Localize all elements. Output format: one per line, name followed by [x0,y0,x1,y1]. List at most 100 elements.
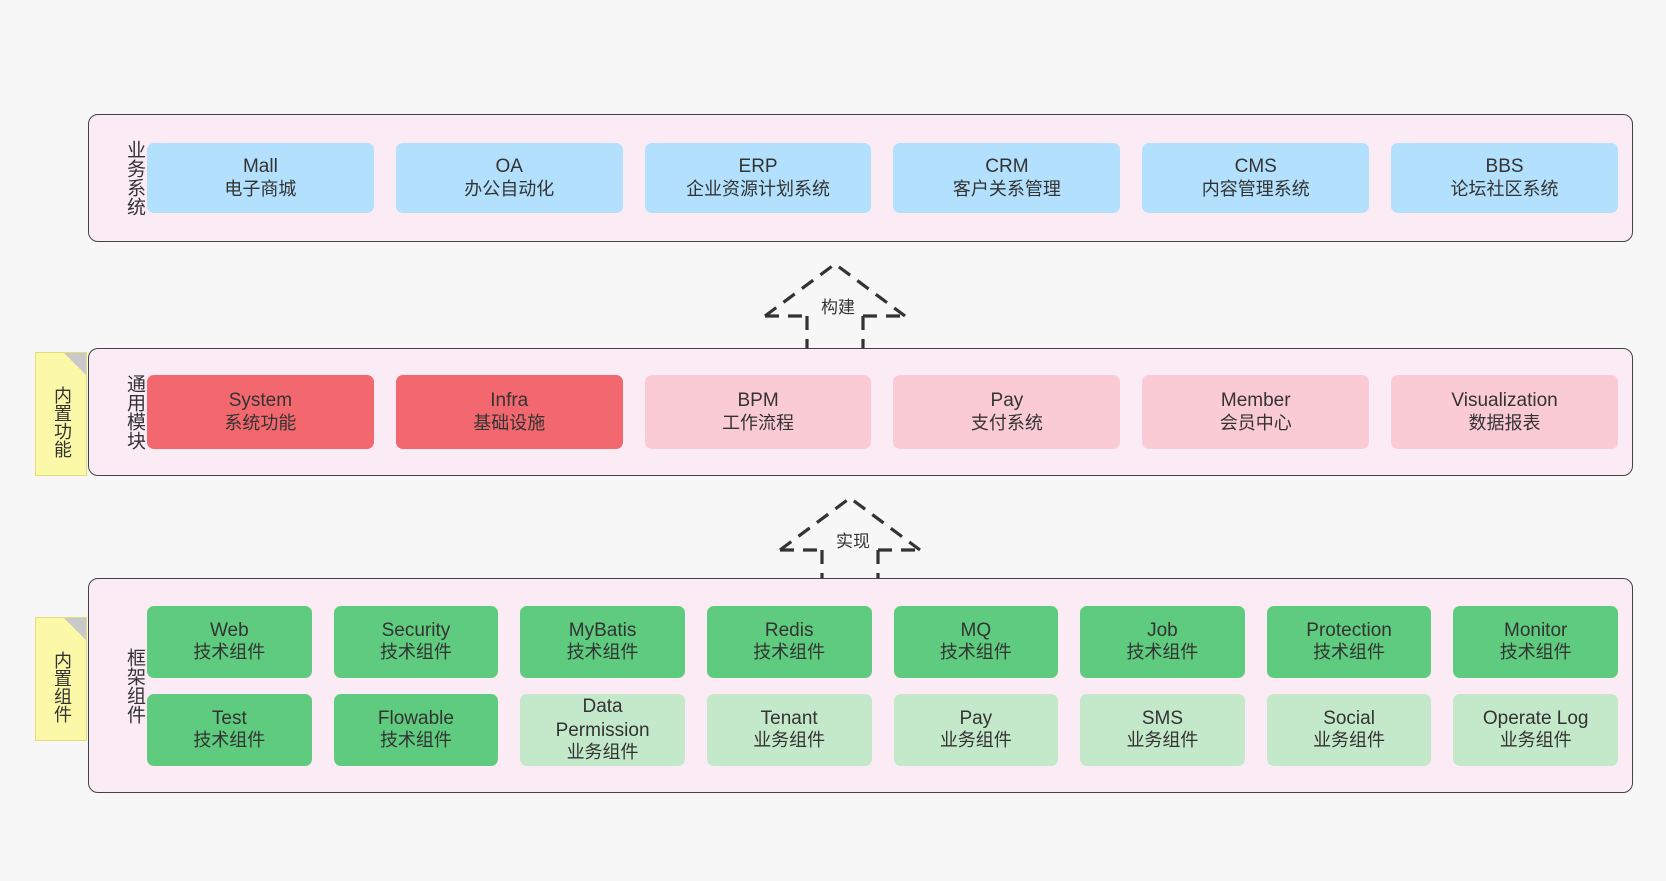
note-builtin-component: 内置组件 [35,617,87,741]
card-title-cn: 内容管理系统 [1201,178,1310,199]
arrow-implement-icon [779,496,921,582]
note-label: 内置组件 [51,651,72,723]
layer-framework-component: 框架组件 Web 技术组件 Security 技术组件 MyBatis 技术组件… [88,578,1633,793]
card-title-cn: 业务组件 [1313,730,1386,751]
card-monitor[interactable]: Monitor 技术组件 [1453,605,1618,678]
card-title-en: Pay [990,390,1024,412]
card-title-en: System [228,390,293,412]
layer-body-module: System 系统功能 Infra 基础设施 BPM 工作流程 Pay 支付系统… [145,349,1632,475]
layer-body-framework: Web 技术组件 Security 技术组件 MyBatis 技术组件 Redi… [145,579,1632,792]
card-title-en: Job [1147,619,1178,641]
card-oa[interactable]: OA 办公自动化 [395,143,623,213]
card-title-cn: 业务组件 [753,730,826,751]
card-title-en: BPM [737,390,779,412]
card-title-cn: 数据报表 [1468,412,1541,433]
card-test[interactable]: Test 技术组件 [147,693,312,766]
card-row: Mall 电子商城 OA 办公自动化 ERP 企业资源计划系统 CRM 客户关系… [147,143,1618,213]
card-row: System 系统功能 Infra 基础设施 BPM 工作流程 Pay 支付系统… [147,375,1618,449]
card-crm[interactable]: CRM 客户关系管理 [893,143,1121,213]
card-title-cn: 办公自动化 [464,178,555,199]
card-title-cn: 业务组件 [566,741,639,762]
layer-label-module: 通用模块 [124,374,145,450]
layer-label-framework: 框架组件 [124,647,145,724]
card-title-cn: 工作流程 [722,412,795,433]
card-title-cn: 技术组件 [193,730,266,751]
card-title-cn: 技术组件 [1499,642,1572,663]
card-visualization[interactable]: Visualization 数据报表 [1391,375,1618,449]
arrow-build-icon [764,262,906,348]
card-mybatis[interactable]: MyBatis 技术组件 [520,605,685,678]
card-title-en: Mall [242,156,278,178]
card-title-en: Test [211,707,247,729]
card-title-en: Web [209,619,249,641]
card-title-cn: 系统功能 [224,412,297,433]
card-flowable[interactable]: Flowable 技术组件 [333,693,499,766]
layer-business-system: 业务系统 Mall 电子商城 OA 办公自动化 ERP 企业资源计划系统 CRM… [88,114,1633,242]
note-label: 内置功能 [51,386,72,458]
card-title-cn: 技术组件 [566,642,639,663]
card-erp[interactable]: ERP 企业资源计划系统 [644,143,872,213]
card-tenant[interactable]: Tenant 业务组件 [706,693,872,766]
card-data-permission[interactable]: Data Permission 业务组件 [520,693,685,766]
card-title-en: Monitor [1504,619,1568,641]
card-job[interactable]: Job 技术组件 [1080,605,1245,678]
card-title-en: SMS [1141,707,1184,729]
layer-body-business: Mall 电子商城 OA 办公自动化 ERP 企业资源计划系统 CRM 客户关系… [145,115,1632,241]
card-title-cn: 企业资源计划系统 [686,178,831,199]
card-title-en: Data Permission [555,696,650,741]
card-title-en: Tenant [760,707,818,729]
card-title-cn: 业务组件 [939,730,1012,751]
card-title-en: MyBatis [568,619,637,641]
card-cms[interactable]: CMS 内容管理系统 [1142,143,1370,213]
card-title-en: Redis [764,619,814,641]
card-title-en: MQ [960,619,992,641]
card-protection[interactable]: Protection 技术组件 [1266,605,1432,678]
note-fold-corner-icon [64,353,86,375]
card-title-cn: 技术组件 [939,642,1012,663]
card-title-en: OA [495,156,523,178]
card-title-cn: 业务组件 [1499,730,1572,751]
card-title-en: Pay [959,707,993,729]
card-operate-log[interactable]: Operate Log 业务组件 [1453,693,1618,766]
card-title-en: Protection [1306,619,1392,641]
card-title-cn: 技术组件 [1313,642,1386,663]
card-security[interactable]: Security 技术组件 [333,605,499,678]
card-title-cn: 基础设施 [473,412,546,433]
card-bbs[interactable]: BBS 论坛社区系统 [1391,143,1618,213]
card-title-cn: 技术组件 [193,642,266,663]
card-title-cn: 技术组件 [753,642,826,663]
card-redis[interactable]: Redis 技术组件 [706,605,872,678]
card-web[interactable]: Web 技术组件 [147,605,312,678]
layer-label-business: 业务系统 [124,140,145,216]
arrow-build-label: 构建 [821,298,855,317]
card-system[interactable]: System 系统功能 [147,375,374,449]
card-row: Web 技术组件 Security 技术组件 MyBatis 技术组件 Redi… [147,605,1618,678]
card-title-cn: 支付系统 [970,412,1043,433]
arrow-implement-label: 实现 [836,532,870,551]
card-title-cn: 技术组件 [379,642,452,663]
card-title-en: ERP [738,156,778,178]
card-title-cn: 业务组件 [1126,730,1199,751]
card-title-en: Visualization [1451,390,1558,412]
card-bpm[interactable]: BPM 工作流程 [644,375,872,449]
note-fold-corner-icon [64,618,86,640]
card-title-cn: 技术组件 [1126,642,1199,663]
card-pay-business[interactable]: Pay 业务组件 [893,693,1059,766]
card-pay[interactable]: Pay 支付系统 [893,375,1121,449]
card-title-cn: 电子商城 [224,178,297,199]
card-title-en: Security [381,619,451,641]
card-title-en: Operate Log [1482,707,1589,729]
card-member[interactable]: Member 会员中心 [1142,375,1370,449]
card-title-en: CRM [985,156,1029,178]
card-mall[interactable]: Mall 电子商城 [147,143,374,213]
card-infra[interactable]: Infra 基础设施 [395,375,623,449]
card-title-cn: 论坛社区系统 [1450,178,1559,199]
note-builtin-function: 内置功能 [35,352,87,476]
card-title-en: BBS [1485,156,1524,178]
card-social[interactable]: Social 业务组件 [1266,693,1432,766]
card-mq[interactable]: MQ 技术组件 [893,605,1059,678]
card-title-en: CMS [1234,156,1277,178]
card-title-en: Member [1220,390,1291,412]
card-sms[interactable]: SMS 业务组件 [1080,693,1245,766]
